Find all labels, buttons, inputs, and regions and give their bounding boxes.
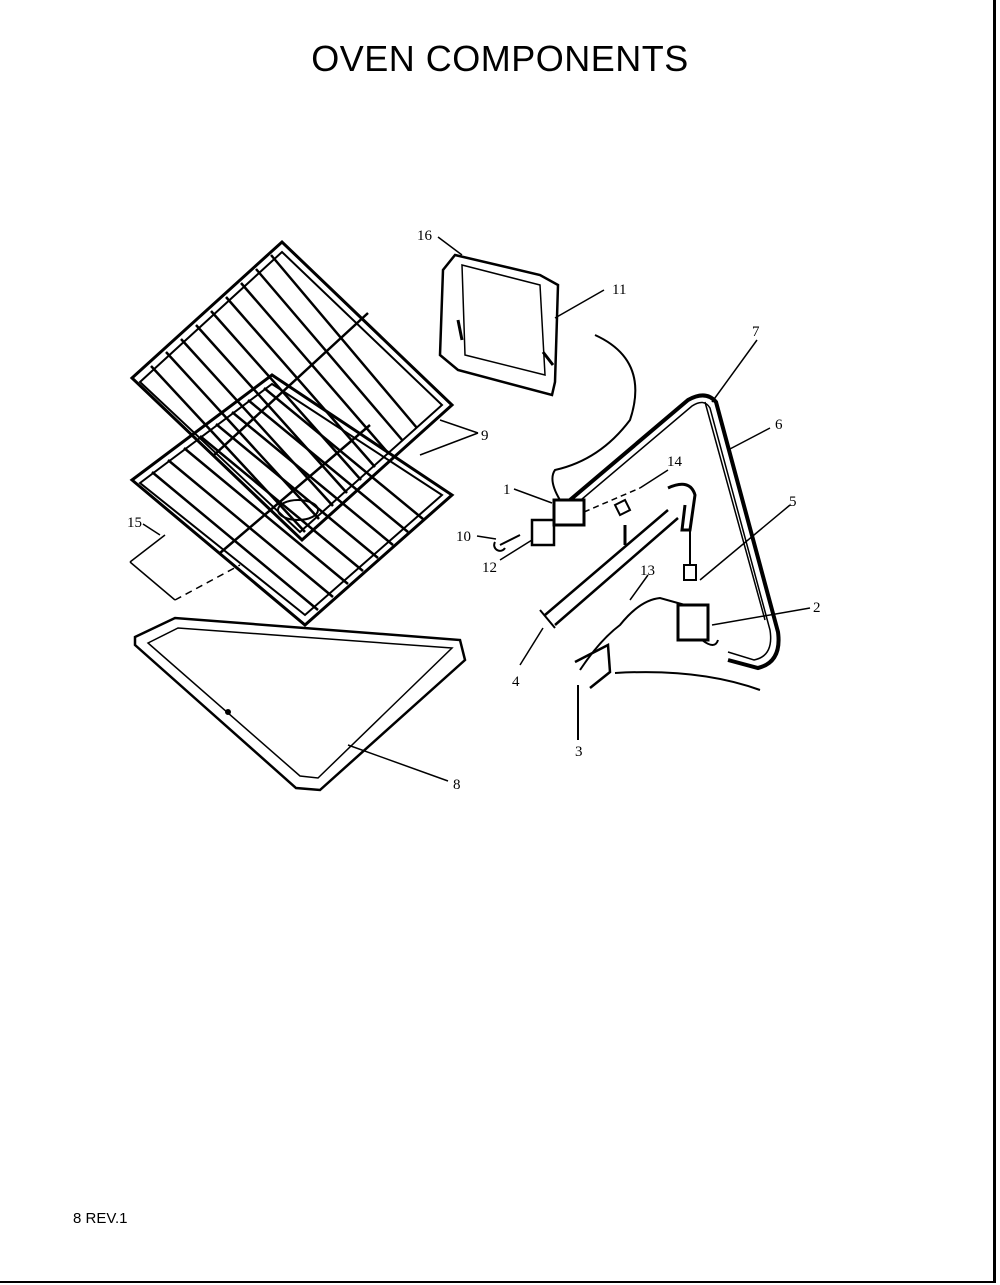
valve-1 (552, 487, 641, 527)
oven-rack-upper (129, 239, 455, 543)
burner-4 (539, 482, 697, 629)
callout-13: 13 (640, 563, 655, 579)
callout-3: 3 (575, 744, 583, 760)
callout-8: 8 (453, 777, 461, 793)
callout-14: 14 (667, 454, 683, 470)
igniter-3 (574, 643, 612, 740)
callout-7: 7 (752, 324, 760, 340)
callout-16: 16 (417, 228, 433, 244)
callout-12: 12 (482, 560, 497, 576)
callout-6: 6 (775, 417, 783, 433)
nut-14 (613, 498, 632, 517)
leader-lines (142, 236, 811, 782)
revision-label: 8 REV.1 (73, 1210, 128, 1227)
callout-2: 2 (813, 600, 821, 616)
callout-15: 15 (127, 515, 142, 531)
burner-tube (568, 393, 781, 671)
callout-9: 9 (481, 428, 489, 444)
callout-5: 5 (789, 494, 797, 510)
bracket-12 (530, 518, 556, 547)
valve-2 (676, 603, 719, 646)
callout-1: 1 (503, 482, 511, 498)
page-title: OVEN COMPONENTS (311, 38, 689, 79)
gas-line (551, 334, 637, 501)
callout-10: 10 (456, 529, 471, 545)
wire-13 (579, 596, 686, 671)
broiler-pan-15 (129, 534, 241, 601)
oven-bottom-panel (133, 616, 467, 792)
callout-4: 4 (512, 674, 520, 690)
heat-shield-panel (438, 253, 560, 397)
callout-11: 11 (612, 282, 626, 298)
oven-rack-lower (129, 373, 455, 627)
igniter-5 (683, 530, 697, 581)
screw-10 (493, 534, 521, 552)
